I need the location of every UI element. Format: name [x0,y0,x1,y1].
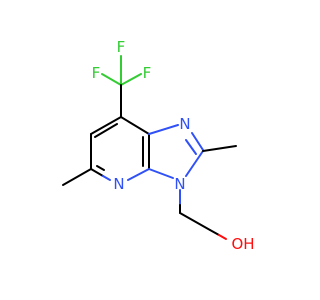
bond-ch2-o-black [209,229,220,236]
bond-c7-c6 [90,116,122,135]
bond-c5-n4-black [90,168,104,177]
bond-c2-methyl [202,145,237,152]
bond-ch2-o-red [218,234,227,240]
nitrogen-atom-imidazole-bottom: N [174,175,185,193]
bond-c7-c6-inner [94,123,118,138]
fluorine-atom-top: F [117,38,126,56]
bond-n3-c3a [148,168,174,179]
bond-c2-n3 [185,150,204,177]
bond-c5-methyl [62,168,92,186]
pyridine-ring [90,116,150,181]
imidazole-ring [148,124,204,179]
bond-c-f-right [120,73,142,86]
bond-c7a-n1 [148,124,179,135]
hydroxyethyl-chain [179,189,227,240]
molecule-structure: F F F N N N OH [62,38,255,253]
nitrogen-atom-pyridine: N [113,175,124,193]
bond-n4-c3a [127,168,150,181]
nitrogen-atom-imidazole-top: N [179,115,190,133]
bond-n1-c2-inner [185,139,197,155]
fluorine-atom-left: F [92,64,101,82]
bond-c5-n4-blue [102,175,111,181]
bond-c7a-c7 [120,116,150,135]
fluorine-atom-right: F [143,64,152,82]
bond-n1-c2 [191,132,204,151]
bond-c-f-left [101,73,122,86]
hydroxyl-group-label: OH [231,235,254,253]
trifluoromethyl-group [101,55,142,118]
bond-c5-n4-inner [96,165,105,171]
bond-ch2-ch2 [179,212,211,231]
